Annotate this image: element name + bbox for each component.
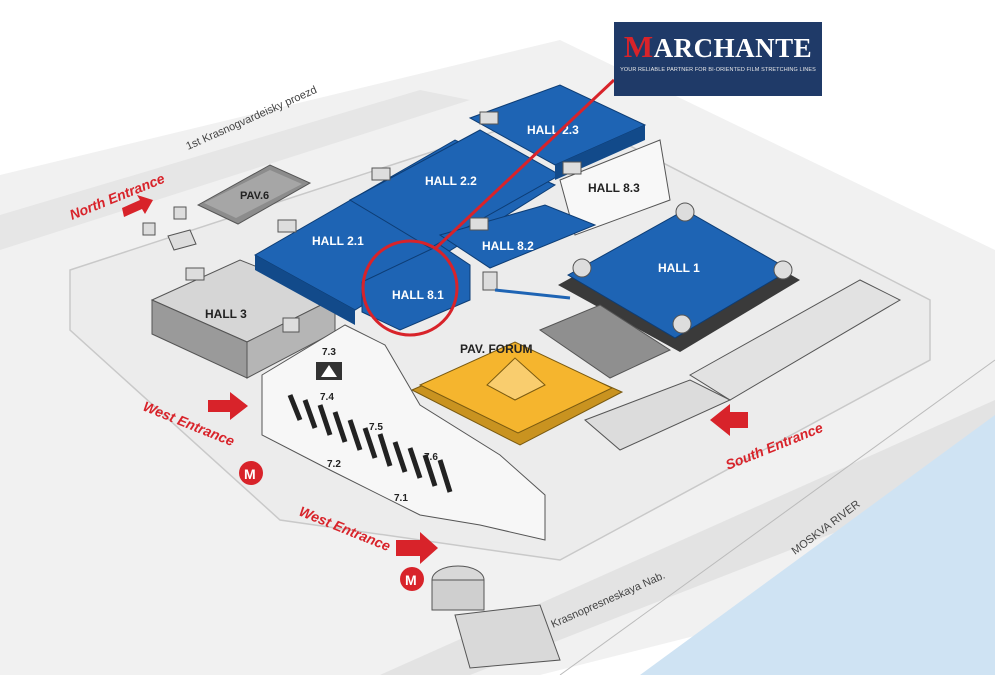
river-bank xyxy=(559,359,995,675)
roof-vent xyxy=(282,317,300,333)
p7-1-label: 7.1 xyxy=(394,493,408,504)
south-gallery xyxy=(689,279,902,401)
metro-icon xyxy=(239,461,263,485)
kiosk xyxy=(142,222,156,236)
west-entrance-arrow-lower xyxy=(396,532,438,564)
hall8-2 xyxy=(438,204,597,269)
hall8-1-highlight-circle xyxy=(361,239,459,337)
logo-name: MARCHANTE xyxy=(614,29,822,64)
logo-name-rest: ARCHANTE xyxy=(653,33,813,63)
forum-label: PAV. FORUM xyxy=(460,342,532,356)
roof-vent xyxy=(277,219,297,233)
hall2-2-label: HALL 2.2 xyxy=(425,174,477,188)
metro-icon xyxy=(400,567,424,591)
p7-3-label: 7.3 xyxy=(322,347,336,358)
pav6-label: PAV.6 xyxy=(240,190,269,202)
south-entrance-arrow xyxy=(710,404,748,436)
roof-vent xyxy=(371,167,391,181)
logo-tagline: YOUR RELIABLE PARTNER FOR BI-ORIENTED FI… xyxy=(620,67,816,73)
north-road xyxy=(0,90,470,250)
pav6-roof xyxy=(204,170,302,218)
kiosk xyxy=(167,229,197,251)
p7-6-label: 7.6 xyxy=(424,452,438,463)
hall1-tower xyxy=(672,314,692,334)
p7-4-label: 7.4 xyxy=(320,392,334,403)
hall8-1-label: HALL 8.1 xyxy=(392,288,444,302)
hall2-1-wall xyxy=(255,255,355,325)
forum-pyramid xyxy=(486,357,546,401)
roof-vent xyxy=(185,267,205,281)
hall8-2-label: HALL 8.2 xyxy=(482,239,534,253)
logo-pointer-line xyxy=(434,78,616,250)
metro-icon-symbol: M xyxy=(244,466,256,482)
metro-passage xyxy=(454,604,561,669)
hall1-label: HALL 1 xyxy=(658,261,700,275)
hall2-1-label: HALL 2.1 xyxy=(312,234,364,248)
logo-first-letter: M xyxy=(623,29,654,64)
gray-pavilion xyxy=(538,304,672,379)
hall8-3-label: HALL 8.3 xyxy=(588,181,640,195)
pav7-ribs xyxy=(287,394,453,493)
south-building xyxy=(584,379,732,451)
roof-vent xyxy=(482,271,498,291)
moskva-river xyxy=(640,415,995,675)
hall3-label: HALL 3 xyxy=(205,307,247,321)
kiosk xyxy=(173,206,187,220)
west-entrance-arrow-upper xyxy=(208,392,248,420)
p7-5-label: 7.5 xyxy=(369,422,383,433)
hall1-tower xyxy=(773,260,793,280)
hall1-tower xyxy=(675,202,695,222)
roof-vent xyxy=(479,111,499,125)
p7-2-label: 7.2 xyxy=(327,459,341,470)
north-entrance-arrow xyxy=(122,195,153,217)
triangle-icon xyxy=(321,365,337,377)
metro-rotunda-body xyxy=(431,579,485,611)
marchante-logo: MARCHANTE YOUR RELIABLE PARTNER FOR BI-O… xyxy=(614,22,822,96)
metro-icon-symbol: M xyxy=(405,572,417,588)
roof-vent xyxy=(562,161,582,175)
hall2-3-label: HALL 2.3 xyxy=(527,123,579,137)
roof-vent xyxy=(469,217,489,231)
hall-connector xyxy=(494,288,571,300)
hall1-tower xyxy=(572,258,592,278)
